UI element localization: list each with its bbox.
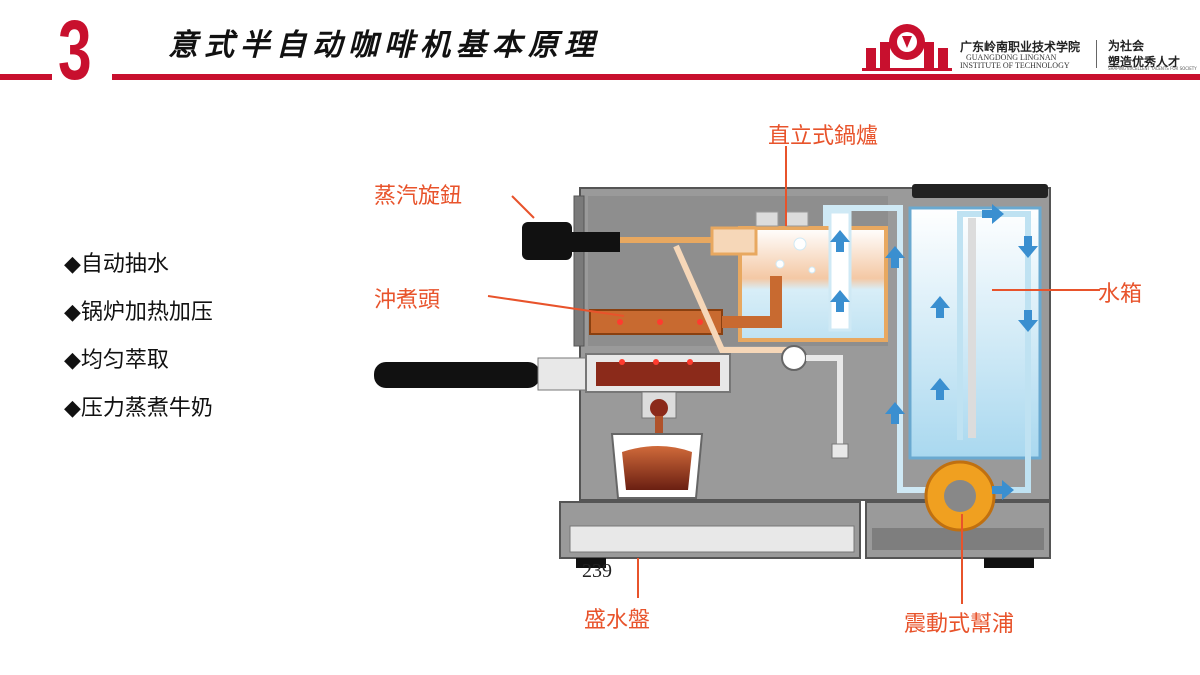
brew-dot — [657, 319, 663, 325]
brew-dot — [617, 319, 623, 325]
bullet-text: 锅炉加热加压 — [80, 300, 213, 325]
slogan-small: SHAPING EXCELLENT TALENTS FOR SOCIETY — [1108, 66, 1197, 71]
coffee-grounds — [596, 362, 720, 386]
flow-arrows — [830, 204, 1038, 500]
boiler-cap-2 — [785, 211, 809, 227]
brew-dot — [653, 359, 659, 365]
bubble — [793, 237, 807, 251]
bullet-item: ◆锅炉加热加压 — [64, 294, 213, 342]
foot-left — [576, 558, 606, 568]
portafilter-neck — [537, 357, 589, 391]
diamond-icon: ◆ — [64, 396, 81, 421]
label-pump: 震動式幫浦 — [904, 612, 1015, 637]
header-red-line-left — [0, 74, 52, 80]
diamond-icon: ◆ — [64, 252, 81, 277]
steam-wand-valve — [781, 345, 807, 371]
label-water-tank: 水箱 — [1098, 282, 1143, 307]
logo-divider — [1096, 40, 1097, 68]
boiler-tube — [828, 210, 852, 332]
label-boiler: 直立式鍋爐 — [768, 124, 879, 149]
bullet-list: ◆自动抽水 ◆锅炉加热加压 ◆均匀萃取 ◆压力蒸煮牛奶 — [64, 246, 213, 438]
steam-wand-icon — [806, 355, 843, 448]
bubble — [775, 259, 785, 269]
spout-drop — [650, 399, 668, 417]
label-steam-knob: 蒸汽旋鈕 — [374, 184, 463, 209]
header-red-line-right — [112, 74, 1200, 80]
bullet-text: 均匀萃取 — [80, 348, 169, 373]
foot-right — [984, 558, 1034, 568]
college-name-cn: 广东岭南职业技术学院 — [960, 40, 1081, 54]
bullet-item: ◆均匀萃取 — [64, 342, 213, 390]
steam-wand-tip — [831, 443, 849, 459]
brew-dot — [687, 359, 693, 365]
slogan-line2: 塑造优秀人才 — [1108, 55, 1181, 69]
bullet-text: 自动抽水 — [80, 252, 169, 277]
page-title: 意式半自动咖啡机基本原理 — [168, 28, 600, 63]
portafilter-handle-icon — [374, 362, 540, 388]
bullet-item: ◆自动抽水 — [64, 246, 213, 294]
college-name-en-line1: GUANGDONG LINGNAN — [966, 53, 1057, 62]
steam-valve — [710, 226, 758, 256]
college-name-en-line2: INSTITUTE OF TECHNOLOGY — [960, 61, 1070, 70]
tank-circulation-pipe — [957, 211, 1031, 493]
college-logo-icon — [862, 24, 952, 71]
diamond-icon: ◆ — [64, 300, 81, 325]
group-feed-pipe — [673, 244, 790, 353]
leader-lines — [487, 146, 1100, 604]
page-number: 239 — [582, 560, 612, 582]
top-lid — [912, 184, 1048, 198]
label-drip-tray: 盛水盤 — [584, 608, 651, 633]
brew-dot — [697, 319, 703, 325]
base-right-panel — [872, 528, 1044, 550]
boiler-to-group-pipe — [722, 276, 782, 328]
drip-tray-icon — [569, 525, 855, 553]
boiler-icon — [738, 226, 888, 342]
label-brew-head: 沖煮頭 — [374, 288, 441, 313]
side-bracket — [573, 195, 585, 347]
steam-knob-stem — [572, 232, 620, 252]
pump-core — [944, 480, 976, 512]
coffee-stream — [655, 416, 663, 444]
cup-coffee — [622, 446, 692, 490]
slogan-line1: 为社会 — [1108, 39, 1145, 53]
tank-inlet-tube — [968, 218, 976, 438]
boiler-cap-1 — [755, 211, 779, 227]
bubble — [808, 266, 816, 274]
bullet-item: ◆压力蒸煮牛奶 — [64, 390, 213, 438]
diamond-icon: ◆ — [64, 348, 81, 373]
bullet-text: 压力蒸煮牛奶 — [80, 396, 213, 421]
section-number: 3 — [58, 3, 92, 97]
steam-knob-icon — [522, 222, 572, 260]
brew-dot — [619, 359, 625, 365]
